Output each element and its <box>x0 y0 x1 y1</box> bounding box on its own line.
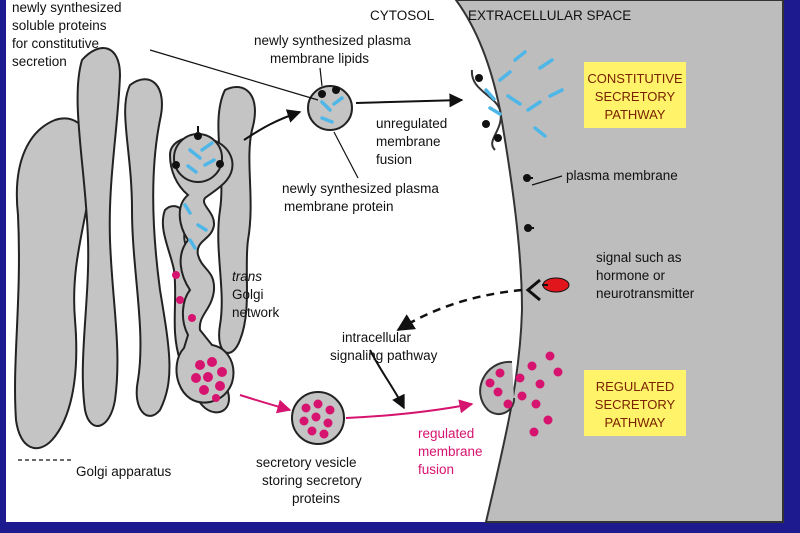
plasma-membrane-lipids-label: newly synthesized plasma membrane lipids <box>254 33 411 66</box>
secreted-soluble-proteins <box>484 50 564 138</box>
trans-golgi-network <box>168 135 235 404</box>
unregulated-membrane-fusion-label: unregulated membrane fusion <box>376 116 447 167</box>
signal-label: signal such as hormone or neurotransmitt… <box>596 250 695 301</box>
svg-text:PATHWAY: PATHWAY <box>605 415 666 430</box>
soluble-proteins-tgn <box>183 141 216 250</box>
regulated-membrane-fusion-label: regulated membrane fusion <box>418 426 483 477</box>
constitutive-pathway-box: CONSTITUTIVE SECRETORY PATHWAY <box>584 62 686 128</box>
svg-text:PATHWAY: PATHWAY <box>605 107 666 122</box>
svg-text:membrane: membrane <box>418 444 483 459</box>
extracellular-space-label: EXTRACELLULAR SPACE <box>468 8 631 23</box>
membrane-proteins-vesicle <box>318 86 340 98</box>
svg-text:neurotransmitter: neurotransmitter <box>596 286 695 301</box>
svg-text:regulated: regulated <box>418 426 474 441</box>
unregulated-fusion-site <box>470 69 502 151</box>
cytosol-label: CYTOSOL <box>370 8 435 23</box>
svg-text:for constitutive: for constitutive <box>12 36 99 51</box>
svg-text:hormone or: hormone or <box>596 268 666 283</box>
regulated-proteins-tgn <box>172 271 227 402</box>
svg-text:network: network <box>232 305 280 320</box>
svg-text:membrane: membrane <box>376 134 441 149</box>
svg-text:newly synthesized plasma: newly synthesized plasma <box>282 181 439 196</box>
receptor-icon <box>525 278 541 302</box>
arrows <box>239 93 523 419</box>
released-secretory-proteins <box>485 351 563 437</box>
svg-text:CONSTITUTIVE: CONSTITUTIVE <box>587 71 683 86</box>
svg-text:Golgi: Golgi <box>232 287 264 302</box>
svg-text:membrane protein: membrane protein <box>284 199 394 214</box>
plasma-membrane-proteins <box>475 74 534 232</box>
soluble-proteins-label: newly synthesized soluble proteins for c… <box>12 0 122 69</box>
intracellular-signaling-label: intracellular signaling pathway <box>330 330 438 363</box>
svg-text:signaling pathway: signaling pathway <box>330 348 438 363</box>
svg-text:secretory vesicle: secretory vesicle <box>256 455 357 470</box>
svg-text:unregulated: unregulated <box>376 116 447 131</box>
svg-text:signal such as: signal such as <box>596 250 682 265</box>
svg-text:newly synthesized plasma: newly synthesized plasma <box>254 33 411 48</box>
svg-text:trans: trans <box>232 269 262 284</box>
plasma-membrane-label: plasma membrane <box>566 168 678 183</box>
svg-text:SECRETORY: SECRETORY <box>595 397 676 412</box>
leader-lines <box>18 49 563 461</box>
svg-text:soluble proteins: soluble proteins <box>12 18 107 33</box>
soluble-proteins-vesicle <box>320 96 344 124</box>
svg-text:storing secretory: storing secretory <box>262 473 362 488</box>
secretory-vesicle-label: secretory vesicle storing secretory prot… <box>256 455 362 506</box>
svg-text:REGULATED: REGULATED <box>596 379 675 394</box>
svg-text:proteins: proteins <box>292 491 340 506</box>
membrane-proteins-tgn <box>172 126 224 169</box>
svg-text:SECRETORY: SECRETORY <box>595 89 676 104</box>
trans-golgi-network-label: trans Golgi network <box>232 269 280 320</box>
regulated-pathway-box: REGULATED SECRETORY PATHWAY <box>584 370 686 436</box>
stored-secretory-proteins <box>299 399 335 439</box>
golgi-apparatus-label: Golgi apparatus <box>76 464 172 479</box>
svg-text:intracellular: intracellular <box>342 330 412 345</box>
svg-text:membrane lipids: membrane lipids <box>270 51 369 66</box>
svg-text:fusion: fusion <box>376 152 412 167</box>
plasma-membrane-protein-label: newly synthesized plasma membrane protei… <box>282 181 439 214</box>
svg-text:newly synthesized: newly synthesized <box>12 0 122 15</box>
svg-text:secretion: secretion <box>12 54 67 69</box>
svg-text:fusion: fusion <box>418 462 454 477</box>
